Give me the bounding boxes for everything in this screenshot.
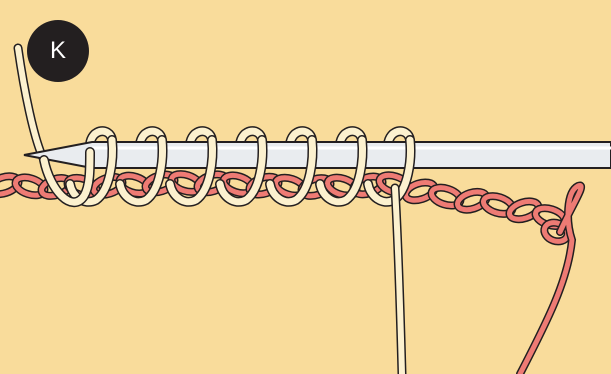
- step-badge: K: [27, 20, 89, 82]
- working-yarn-strand: [395, 188, 402, 374]
- step-label: K: [50, 37, 66, 65]
